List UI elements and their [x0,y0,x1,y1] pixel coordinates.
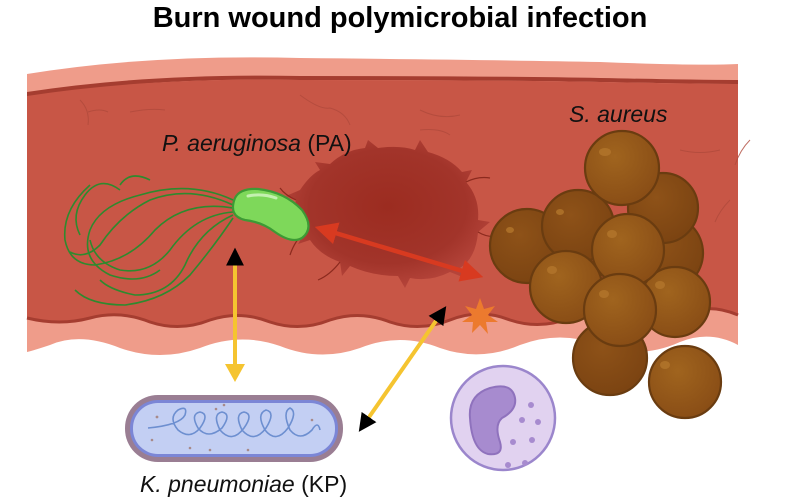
p-aeruginosa-bacterium [231,187,310,242]
sa-species-name: S. aureus [569,101,668,127]
kp-species-name: K. pneumoniae [140,471,295,497]
s-aureus-coccus [583,129,661,207]
p-aeruginosa-flagella [63,175,234,306]
pa-kp-arrowhead-down [225,364,245,382]
figure-title: Burn wound polymicrobial infection [152,2,648,34]
kp-abbreviation: (KP) [295,471,347,497]
pa-label: P. aeruginosa (PA) [162,130,352,156]
pa-species-name: P. aeruginosa [162,130,301,156]
neutrophil-nucleus [468,385,517,456]
k-pneumoniae-bacterium [125,395,343,462]
s-aureus-coccus [647,344,723,420]
sa-label: S. aureus [569,101,668,127]
pa-sa-interaction-arrow [314,222,484,282]
kp-wound-interaction-arrow [358,306,447,432]
toxin-burst-icon [462,298,498,334]
s-aureus-cluster [488,129,723,420]
kp-label: K. pneumoniae (KP) [140,471,347,497]
tissue-cracks [79,94,751,223]
s-aureus-coccus [582,272,658,348]
tissue-top-line [27,75,738,97]
neutrophil [449,364,557,472]
k-pneumoniae-dna [147,407,321,438]
pa-abbreviation: (PA) [301,130,352,156]
